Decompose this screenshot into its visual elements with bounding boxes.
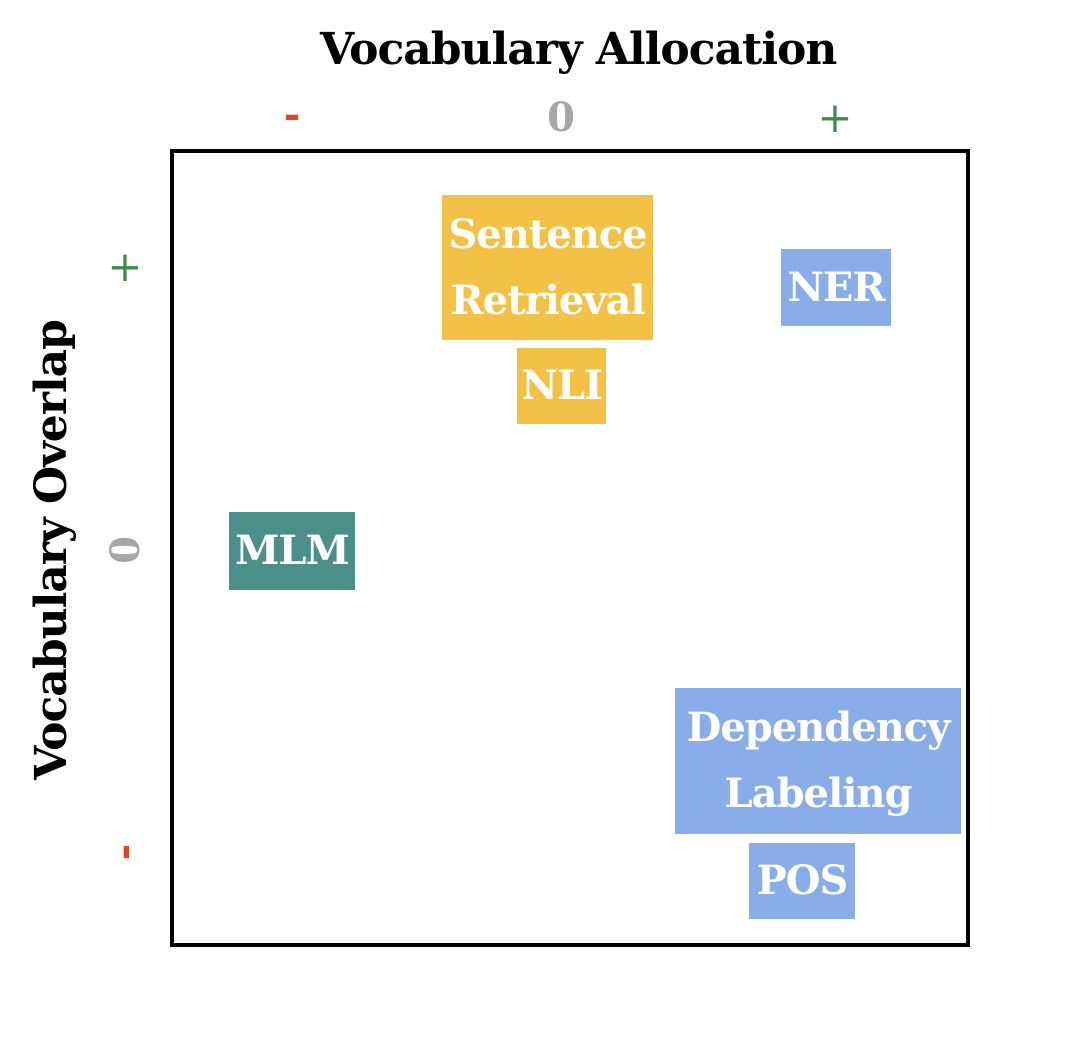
task-ner: NER (781, 249, 891, 326)
task-nli: NLI (517, 348, 606, 424)
x-tick-zero: 0 (547, 94, 575, 141)
y-axis-title: Vocabulary Overlap (26, 320, 77, 780)
plot-frame (170, 149, 970, 947)
task-sentence-retrieval-line1: Sentence (448, 210, 647, 258)
x-tick-plus: + (817, 93, 853, 142)
task-dependency-labeling-line1: Dependency (686, 704, 951, 751)
task-pos: POS (749, 843, 855, 919)
x-tick-minus: - (283, 91, 301, 138)
y-tick-zero: 0 (102, 536, 149, 564)
x-axis-title: Vocabulary Allocation (320, 24, 837, 75)
task-dependency-labeling-line2: Labeling (724, 770, 913, 817)
task-ner-label: NER (787, 263, 885, 311)
task-sentence-retrieval-line2: Retrieval (450, 276, 645, 324)
y-tick-minus: - (100, 843, 147, 861)
y-tick-plus: + (107, 242, 143, 291)
task-dependency-labeling: Dependency Labeling (675, 688, 961, 834)
task-sentence-retrieval: Sentence Retrieval (442, 195, 653, 340)
task-mlm: MLM (229, 512, 355, 590)
task-nli-label: NLI (521, 362, 602, 409)
task-mlm-label: MLM (235, 527, 350, 574)
task-pos-label: POS (756, 857, 849, 904)
